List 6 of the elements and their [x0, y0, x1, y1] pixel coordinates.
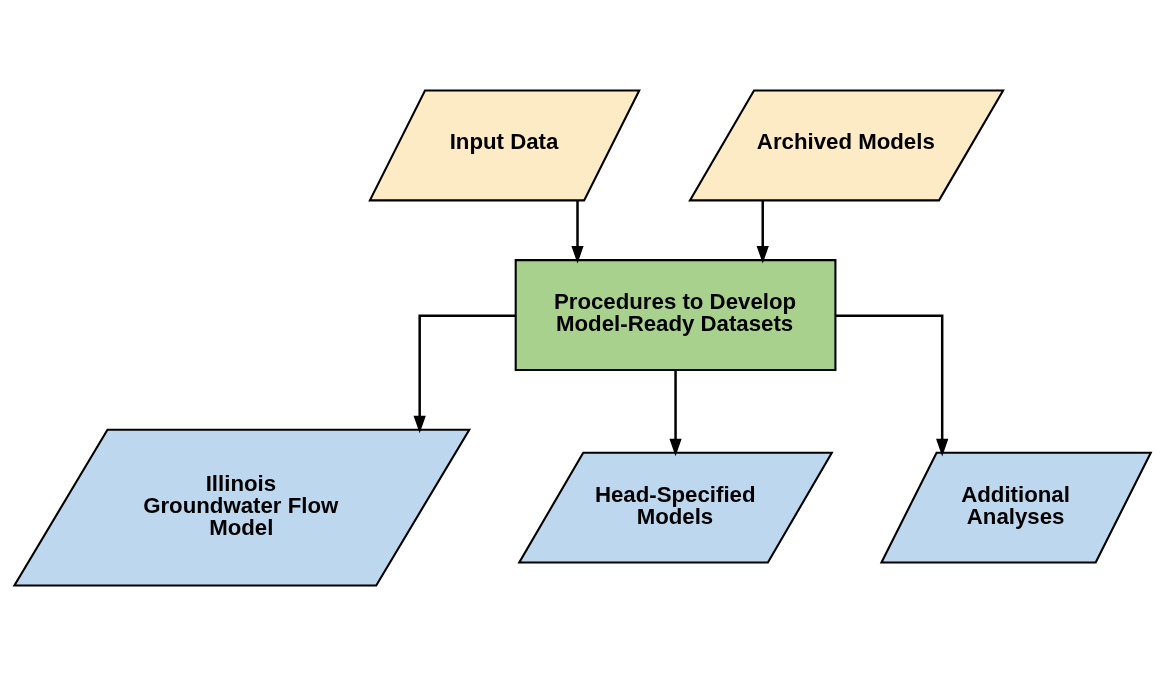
node-box: Procedures to Develop Model-Ready Datasets [514, 258, 837, 371]
arrow [571, 200, 584, 263]
arrow [835, 314, 949, 456]
arrow [413, 314, 516, 433]
arrow [669, 369, 682, 456]
arrow [756, 200, 769, 263]
